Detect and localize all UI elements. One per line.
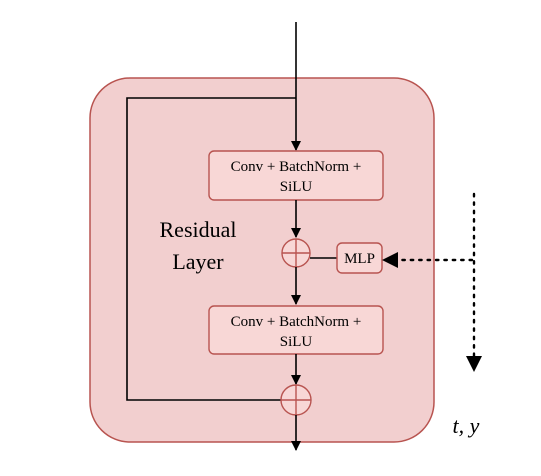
circle-plus-icon: [281, 238, 311, 268]
mlp-box: MLP: [336, 242, 383, 274]
conv-block-1-line2: SiLU: [280, 179, 313, 195]
mlp-label: MLP: [344, 251, 375, 267]
conv-block-2-line1: Conv + BatchNorm +: [231, 314, 362, 330]
conv-block-1: Conv + BatchNorm + SiLU: [208, 150, 384, 201]
residual-layer-label-line1: Residual: [160, 217, 237, 242]
residual-layer-label-line2: Layer: [172, 249, 224, 274]
conv-block-1-line1: Conv + BatchNorm +: [231, 159, 362, 175]
conditioning-label: t, y: [453, 413, 480, 438]
conv-block-2-line2: SiLU: [280, 334, 313, 350]
circle-plus-icon: [280, 384, 312, 416]
conv-block-2: Conv + BatchNorm + SiLU: [208, 305, 384, 355]
skip-connection: [126, 97, 296, 401]
